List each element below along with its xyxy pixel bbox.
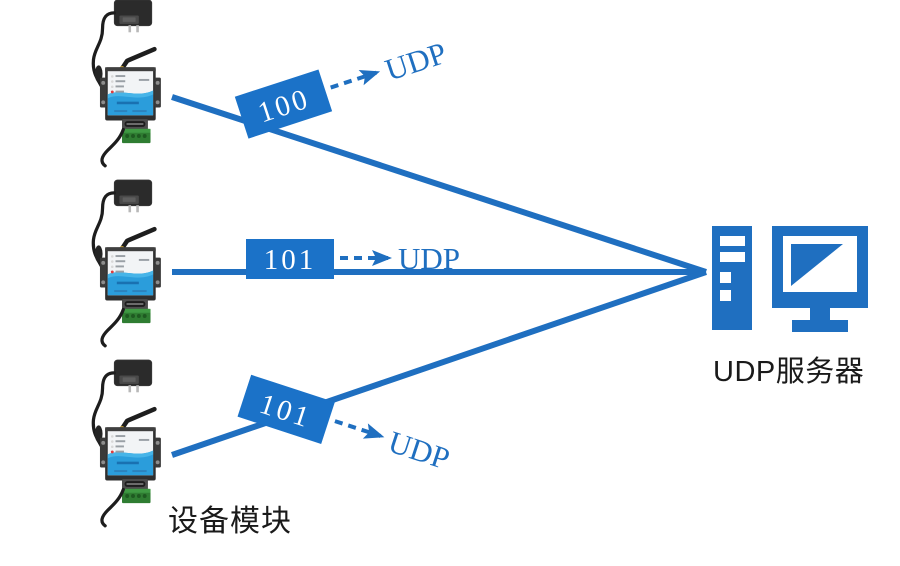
protocol-label-1: UDP	[381, 35, 451, 88]
device-module-2	[58, 176, 186, 351]
dashed-arrow-1	[330, 69, 381, 90]
device-module-1	[58, 0, 186, 171]
port-box-2	[246, 239, 334, 279]
device-module-3	[58, 356, 186, 531]
server-tower-icon	[712, 226, 752, 330]
port-box-3	[237, 374, 335, 444]
connection-line-3	[171, 269, 707, 458]
server-monitor-icon	[772, 226, 868, 332]
server-icon	[712, 226, 868, 332]
protocol-label-3: UDP	[384, 424, 454, 477]
port-box-2-label: 101	[264, 244, 317, 276]
connection-1-group: 100 UDP	[234, 35, 451, 139]
dashed-arrow-3	[334, 419, 385, 439]
server-label: UDP服务器	[713, 356, 865, 388]
device-group-label: 设备模块	[168, 505, 292, 538]
port-box-1	[234, 69, 333, 139]
connection-3-group: 101 UDP	[237, 374, 454, 477]
connection-2-group: 101 UDP	[246, 239, 460, 279]
protocol-label-2: UDP	[398, 241, 460, 276]
